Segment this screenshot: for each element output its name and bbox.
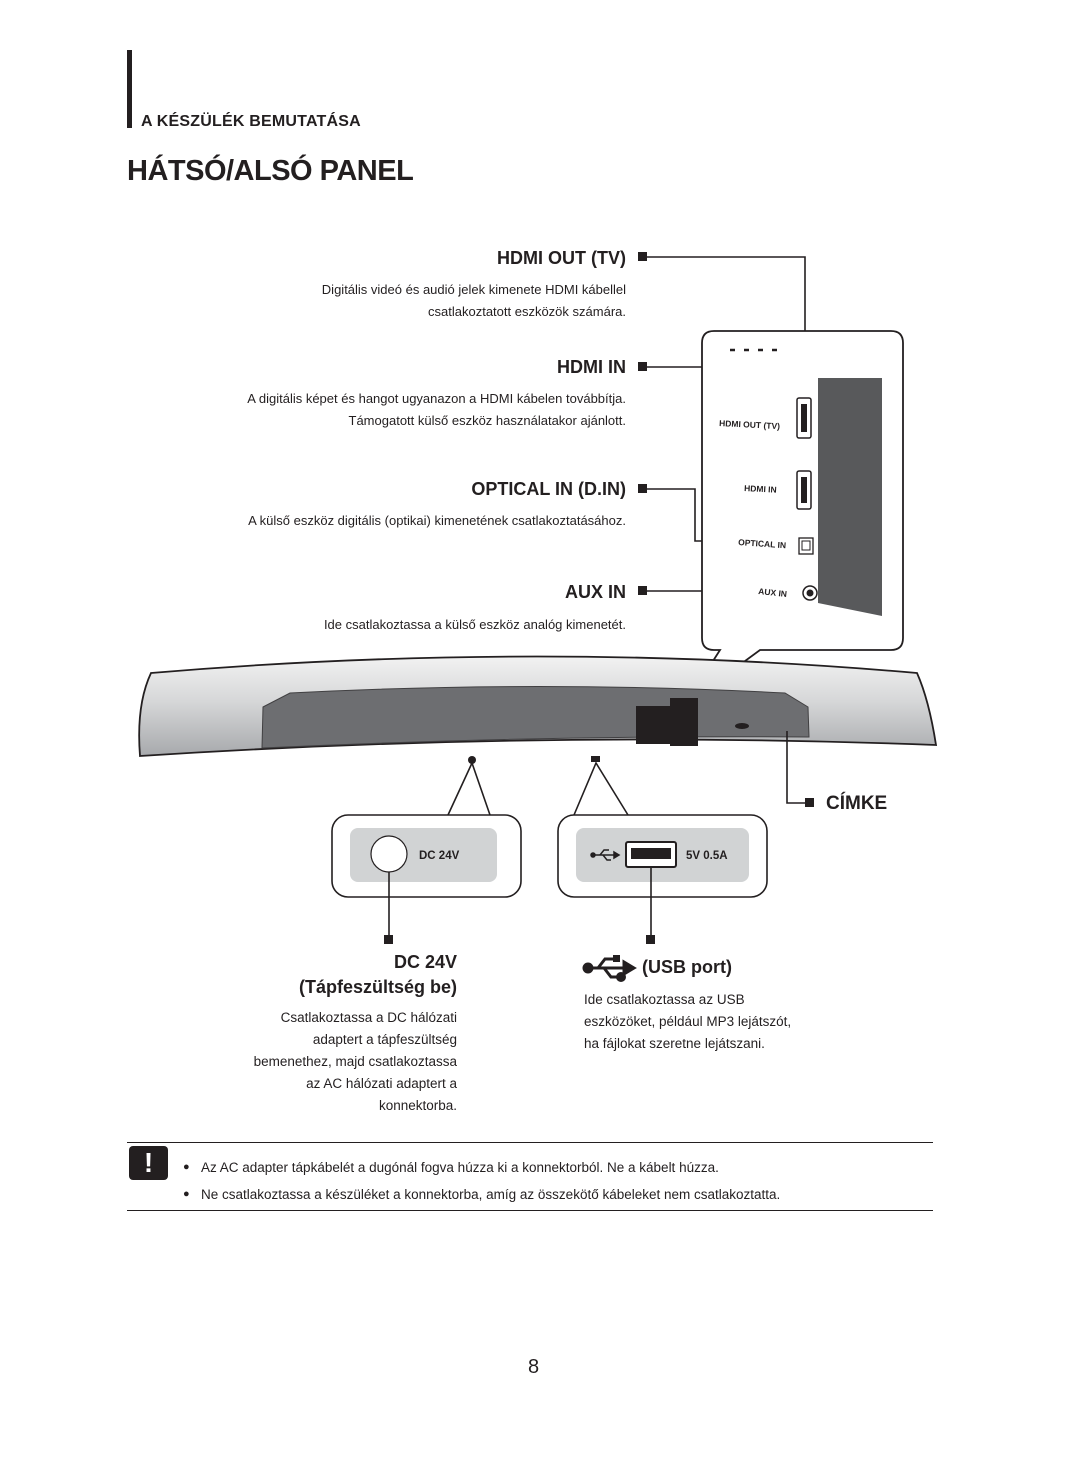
aux-in-label: AUX IN (564, 582, 626, 602)
hdmi-out-desc: Digitális videó és audió jelek kimenete … (321, 282, 626, 319)
dc-desc: Csatlakoztassa a DC hálózati adaptert a … (253, 1010, 457, 1113)
warning-icon: ! (129, 1146, 168, 1180)
panel-hdmi-out-text: HDMI OUT (TV) (719, 418, 781, 431)
usb-desc: Ide csatlakoztassa az USB eszközöket, pé… (584, 992, 792, 1051)
hdmi-in-desc: A digitális képet és hangot ugyanazon a … (247, 391, 626, 428)
notice-bottom-rule (127, 1210, 933, 1211)
page-title: HÁTSÓ/ALSÓ PANEL (127, 155, 414, 187)
optical-in-desc: A külső eszköz digitális (optikai) kimen… (248, 513, 626, 528)
panel-optical-in-text: OPTICAL IN (738, 537, 787, 550)
notice-top-rule (127, 1142, 933, 1143)
dc-title: DC 24V (Tápfeszültség be) (298, 952, 457, 997)
notice-item: Ne csatlakoztassa a készüléket a konnekt… (183, 1181, 903, 1208)
dc-box-text: DC 24V (419, 850, 460, 862)
cimke-label: CÍMKE (826, 793, 888, 814)
optical-in-label: OPTICAL IN (D.IN) (471, 479, 626, 499)
usb-title: (USB port) (642, 957, 732, 977)
notice-list: Az AC adapter tápkábelét a dugónál fogva… (183, 1154, 903, 1208)
notice-item: Az AC adapter tápkábelét a dugónál fogva… (183, 1154, 903, 1181)
page-number: 8 (528, 1356, 540, 1378)
hdmi-out-label: HDMI OUT (TV) (497, 248, 626, 268)
panel-aux-in-text: AUX IN (758, 586, 788, 599)
usb-box-text: 5V 0.5A (686, 850, 728, 862)
section-title: A KÉSZÜLÉK BEMUTATÁSA (141, 113, 361, 130)
hdmi-in-label: HDMI IN (557, 357, 626, 377)
panel-hdmi-in-text: HDMI IN (744, 483, 777, 495)
header-side-bar (127, 50, 132, 128)
aux-in-desc: Ide csatlakoztassa a külső eszköz analóg… (323, 617, 626, 632)
